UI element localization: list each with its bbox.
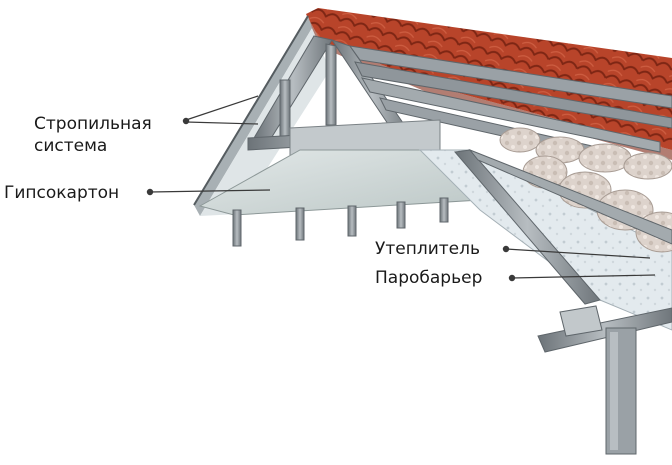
label-rafter-system-line2: система <box>34 136 108 156</box>
leader-lines <box>146 95 656 282</box>
label-insulation: Утеплитель <box>375 239 480 259</box>
insulation-rolls-upper <box>499 127 672 180</box>
label-rafter-system-line1: Стропильная <box>34 114 152 134</box>
label-vapor-barrier: Паробарьер <box>375 268 483 288</box>
label-drywall: Гипсокартон <box>4 183 120 203</box>
label-rafter-system: Стропильная система <box>34 113 152 157</box>
support-posts <box>232 197 449 247</box>
inner-sloped-rafter <box>454 148 672 305</box>
wall-stud-base <box>537 305 672 455</box>
